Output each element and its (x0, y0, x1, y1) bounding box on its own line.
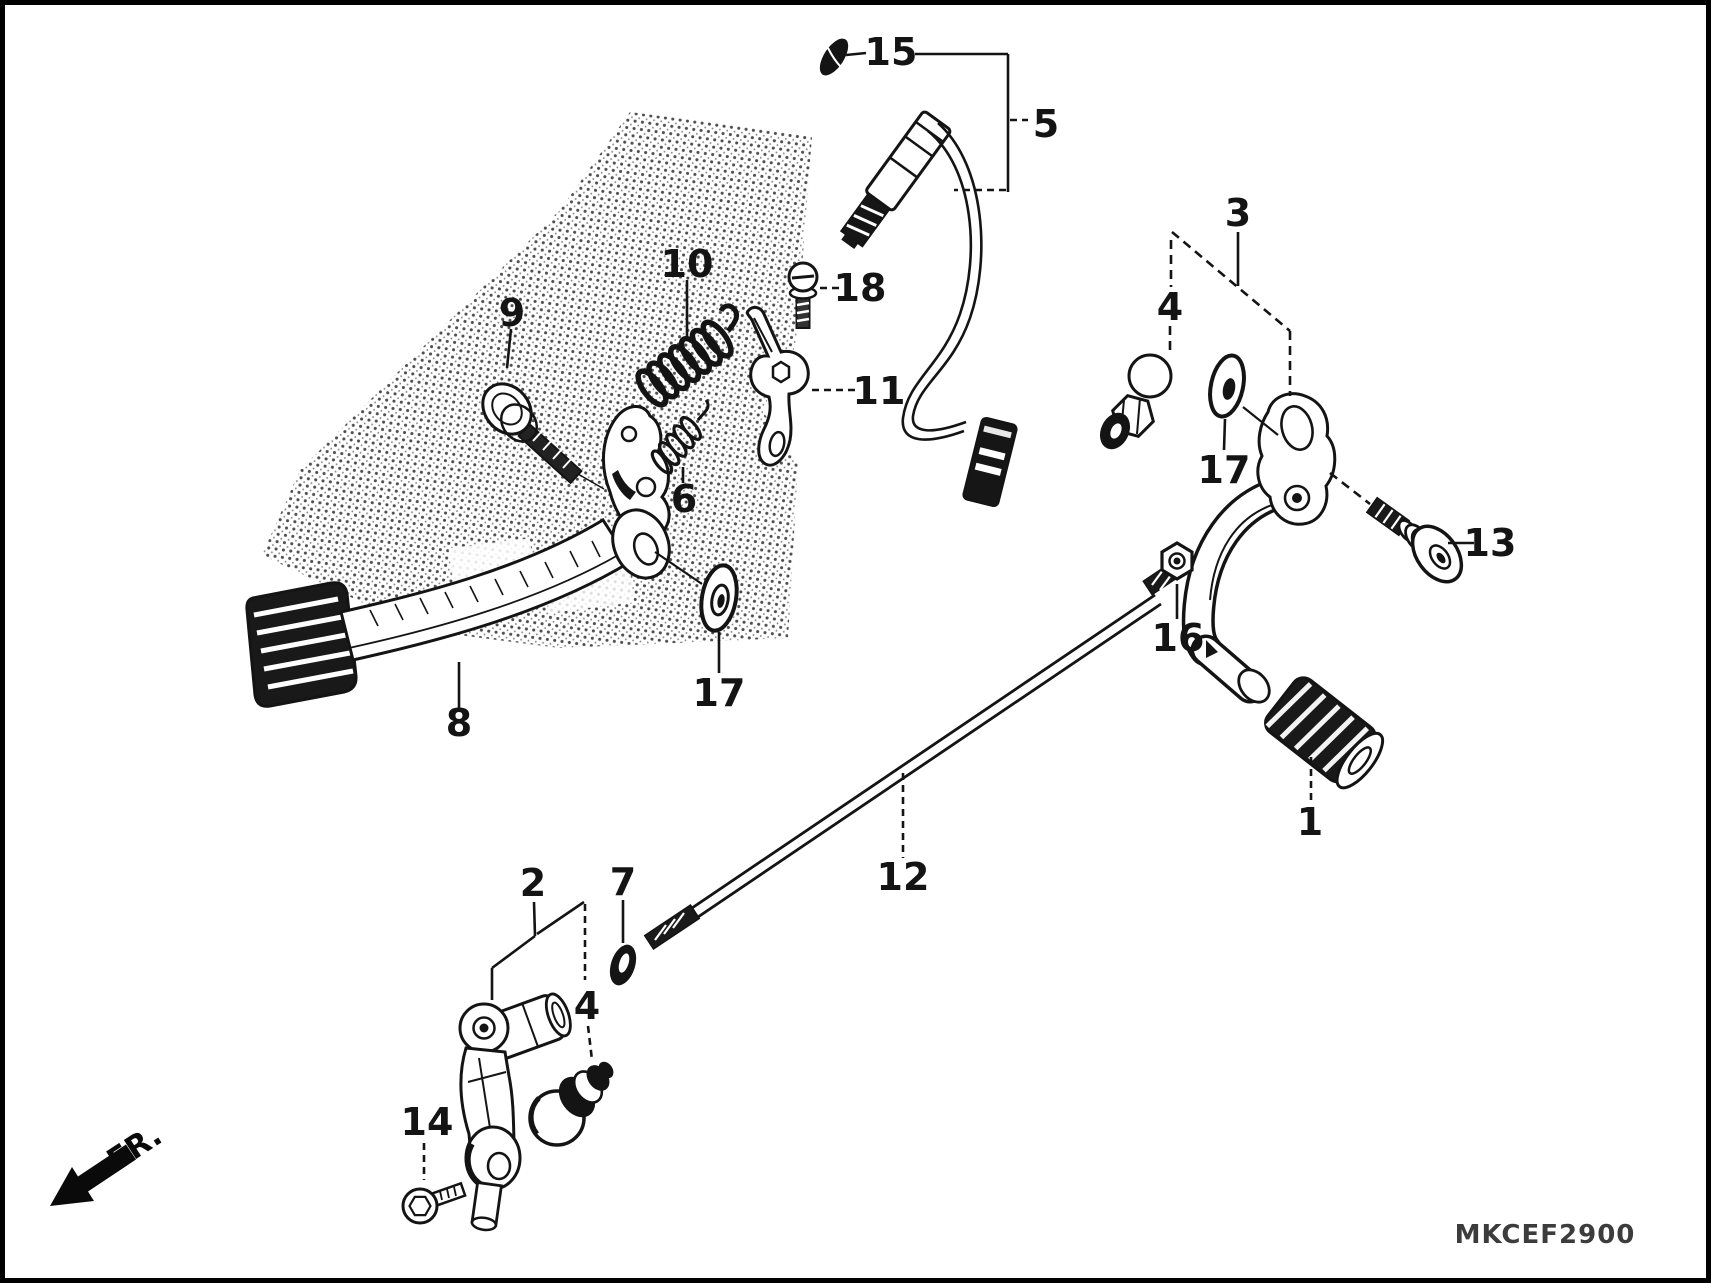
part-label-16: 16 (1152, 616, 1205, 660)
gearshift-pedal (1181, 392, 1337, 704)
shift-rod-thread-lower (643, 903, 701, 951)
ball-joint-right (1099, 353, 1173, 450)
part-number-labels: 15 5 18 10 9 11 6 3 4 17 13 17 8 16 1 12 2 7 4 14 (401, 30, 1517, 1144)
washer-left (654, 551, 739, 633)
brake-light-switch (819, 38, 1018, 508)
gearshift-boss (1256, 392, 1337, 526)
gearshift-pivot-bolt (1365, 496, 1464, 584)
part-label-6: 6 (671, 477, 697, 521)
part-label-2: 2 (520, 861, 546, 905)
adjust-bolt (787, 261, 819, 329)
part-label-11: 11 (853, 369, 906, 413)
diagram-code: MKCEF2900 (1455, 1220, 1636, 1250)
part-label-15: 15 (865, 30, 918, 74)
part-label-12: 12 (877, 855, 930, 899)
pedal-rubber (1264, 676, 1385, 790)
leader-lines (422, 51, 1474, 1180)
shift-rod (643, 562, 1180, 951)
part-label-3: 3 (1225, 191, 1251, 235)
pivot-bolt (481, 382, 583, 485)
front-arrow-icon (50, 1144, 136, 1206)
rod-locknut (1160, 541, 1194, 581)
washer-right (1208, 353, 1279, 436)
part-label-4: 4 (1157, 285, 1183, 329)
part-label-18: 18 (834, 266, 887, 310)
part-label-14: 14 (401, 1100, 454, 1144)
part-label-10: 10 (661, 242, 714, 286)
part-label-4: 4 (574, 984, 600, 1028)
part-label-8: 8 (446, 701, 472, 745)
part-label-7: 7 (610, 860, 636, 904)
part-label-1: 1 (1297, 800, 1323, 844)
gearshift-link (458, 992, 572, 1232)
link-bolt (401, 1181, 467, 1225)
return-spring-large (635, 303, 740, 408)
cable-connector (962, 416, 1018, 508)
switch-cable (901, 129, 973, 441)
part-label-17: 17 (693, 671, 746, 715)
rod-washer (609, 944, 637, 986)
part-label-13: 13 (1464, 521, 1517, 565)
switch-clip (819, 38, 849, 76)
ball-joint-bottom (528, 1061, 614, 1147)
stopper-bracket (745, 305, 810, 467)
part-label-9: 9 (499, 291, 525, 335)
front-direction-marker: FR. (50, 1117, 169, 1206)
part-label-5: 5 (1033, 102, 1059, 146)
brake-pedal (245, 405, 671, 708)
pedal-spring-small (650, 399, 710, 475)
part-label-17: 17 (1198, 448, 1251, 492)
